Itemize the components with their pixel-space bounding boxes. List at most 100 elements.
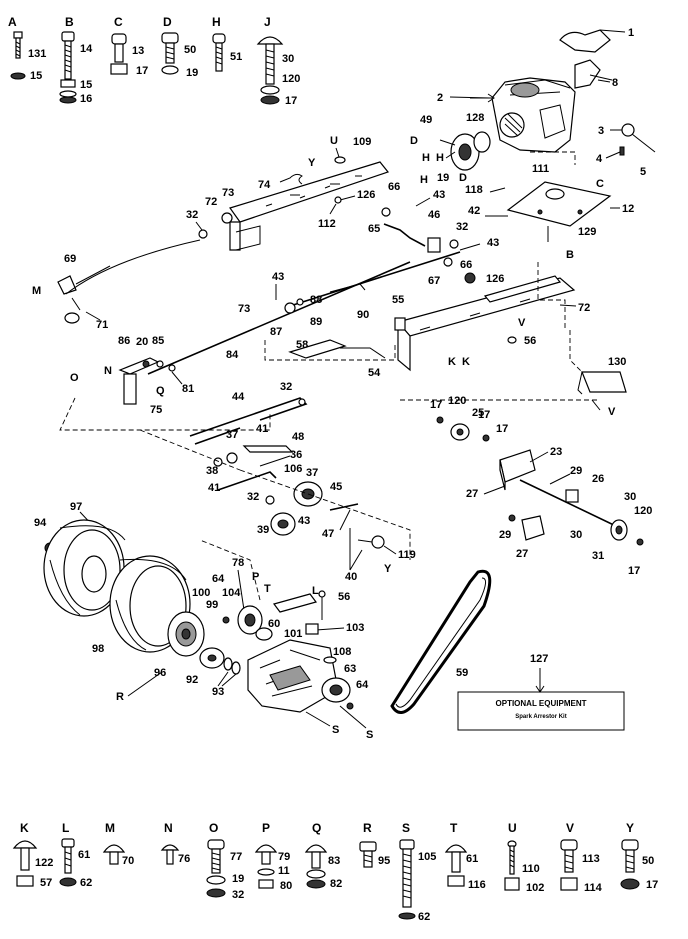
- bolt-key-number: 61: [78, 849, 90, 861]
- callout: 41: [208, 482, 220, 494]
- bolt-key-m: M 70: [102, 821, 134, 867]
- bolt-key-b: B 14 15 16: [59, 15, 93, 105]
- callout: 127: [530, 653, 548, 665]
- callout: 120: [634, 505, 652, 517]
- callout: 2: [437, 92, 443, 104]
- callout: V: [608, 406, 616, 418]
- bolt-key-letter: V: [566, 821, 574, 835]
- bolt-key-letter: N: [164, 821, 173, 835]
- bolt-key-k: K 122 57: [12, 821, 53, 889]
- callout: 97: [70, 501, 82, 513]
- callout: 118: [465, 184, 483, 196]
- bolt-key-number: 83: [328, 855, 340, 867]
- callout: 81: [182, 383, 194, 395]
- callout: 99: [206, 599, 218, 611]
- callout: 17: [478, 409, 490, 421]
- bolt-key-letter: J: [264, 15, 271, 29]
- callout: 55: [392, 294, 404, 306]
- callout: 56: [524, 335, 536, 347]
- bolt-key-number: 82: [330, 878, 342, 890]
- bolt-key-l: L 61 62: [59, 821, 92, 889]
- bolt-key-number: 61: [466, 853, 478, 865]
- bolt-key-number: 80: [280, 880, 292, 892]
- idler-pulleys: 45 32 39 43 47 119 Y 40: [239, 469, 416, 583]
- callout: 42: [468, 205, 480, 217]
- left-lever: 86 20 85 O N 81 75 Q: [59, 335, 271, 431]
- callout: 30: [624, 491, 636, 503]
- callout: B: [566, 249, 574, 261]
- callout: 129: [578, 226, 596, 238]
- callout: 126: [486, 273, 504, 285]
- bolt-key-letter: H: [212, 15, 221, 29]
- callout: 37: [226, 429, 238, 441]
- bolt-key-letter: P: [262, 821, 270, 835]
- center-linkage: 32 44 37 41 48 36 38 106 37 41: [139, 381, 318, 494]
- engine-assembly: [470, 29, 626, 153]
- bolt-key-number: 105: [418, 851, 436, 863]
- mount-plate: 111 C 12 129 B: [506, 151, 634, 261]
- callout: 119: [398, 549, 416, 561]
- callout: 69: [64, 253, 76, 265]
- bolt-key-letter: K: [20, 821, 29, 835]
- bolt-key-letter: M: [105, 821, 115, 835]
- bolt-key-n: N 76: [160, 821, 190, 865]
- callout: 41: [256, 423, 268, 435]
- bolt-key-number: 114: [584, 882, 603, 894]
- callout: 74: [258, 179, 271, 191]
- callout: 46: [428, 209, 440, 221]
- bolt-key-number: 17: [136, 65, 148, 77]
- callout: 12: [622, 203, 634, 215]
- callout: Y: [308, 157, 316, 169]
- wheels: 94 97 98 96 R: [34, 501, 205, 703]
- bolt-key-letter: B: [65, 15, 74, 29]
- callout: 49: [420, 114, 432, 126]
- callout: 36: [290, 449, 302, 461]
- bolt-key-number: 62: [80, 877, 92, 889]
- callout: 30: [570, 529, 582, 541]
- callout: 64: [212, 573, 225, 585]
- callout: 100: [192, 587, 210, 599]
- callout: 73: [238, 303, 250, 315]
- callout: R: [116, 691, 124, 703]
- callout: 39: [257, 524, 269, 536]
- callout: C: [596, 178, 604, 190]
- bolt-key-number: 14: [80, 43, 93, 55]
- bolt-key-number: 62: [418, 911, 430, 923]
- bolt-key-number: 113: [582, 853, 600, 865]
- right-frame: 55 72 V 56 K K: [392, 262, 590, 372]
- callout: V: [518, 317, 526, 329]
- bolt-key-q: Q 83 82: [304, 821, 342, 890]
- bolt-key-number: 19: [232, 873, 244, 885]
- callout: T: [264, 583, 271, 595]
- callout: 109: [353, 136, 371, 148]
- callout: 87: [270, 326, 282, 338]
- bolt-key-number: 77: [230, 851, 242, 863]
- callout: 72: [205, 196, 217, 208]
- bolt-key-a: A 131 15: [8, 15, 46, 82]
- callout: 85: [152, 335, 164, 347]
- callout: M: [32, 285, 41, 297]
- bolt-key-r: R 95: [359, 821, 390, 868]
- bolt-key-number: 50: [642, 855, 654, 867]
- callout: 32: [280, 381, 292, 393]
- callout: 20: [136, 336, 148, 348]
- callout: 4: [596, 153, 603, 165]
- callout: H: [422, 152, 430, 164]
- callout: 86: [118, 335, 130, 347]
- callout: S: [332, 724, 339, 736]
- callout: O: [70, 372, 79, 384]
- bolt-key-number: 76: [178, 853, 190, 865]
- callout: 43: [433, 189, 445, 201]
- callout: 72: [578, 302, 590, 314]
- bolt-key-number: 11: [278, 865, 290, 877]
- callout: 23: [550, 446, 562, 458]
- callout: 75: [150, 404, 162, 416]
- callout: 32: [456, 221, 468, 233]
- bolt-key-v: V 113 114: [560, 821, 603, 894]
- bolt-key-t: T 61 116: [444, 821, 486, 891]
- bar-130: 130 V: [569, 330, 627, 418]
- bolt-key-letter: O: [209, 821, 218, 835]
- callout: N: [104, 365, 112, 377]
- bolt-key-letter: C: [114, 15, 123, 29]
- bolt-key-c: C 13 17: [110, 15, 148, 77]
